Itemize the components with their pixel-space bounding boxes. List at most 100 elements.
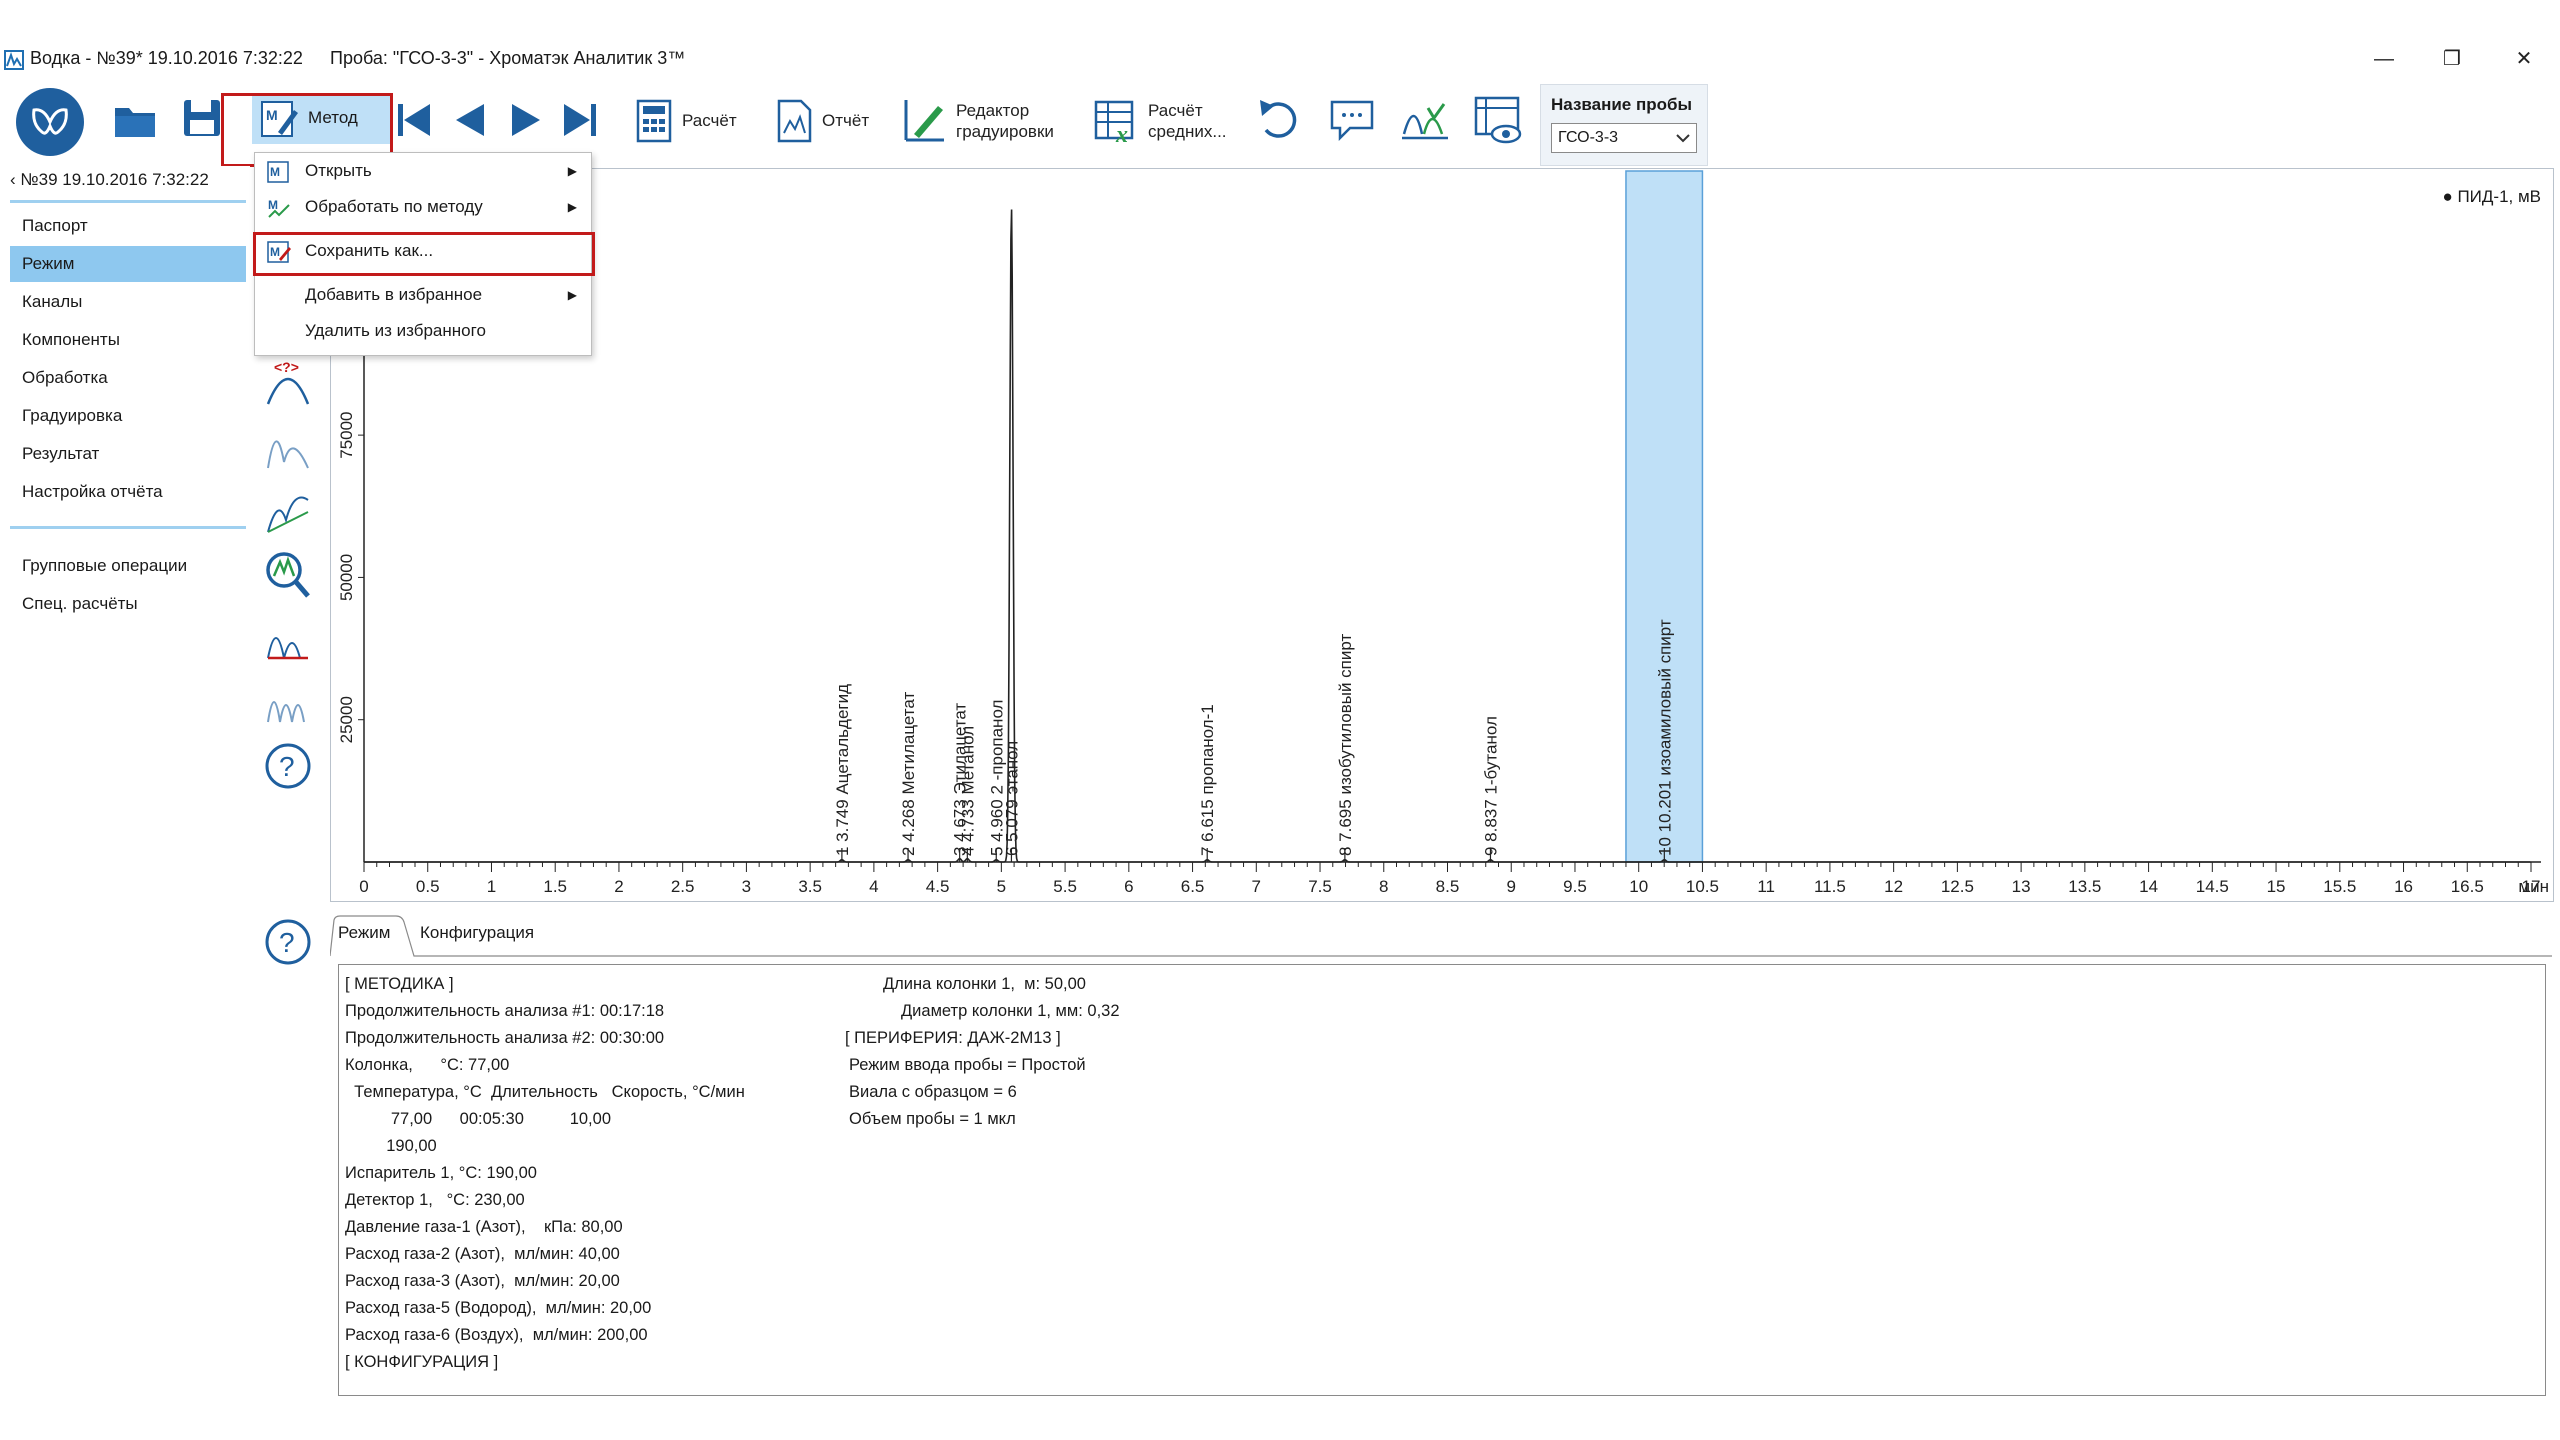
sidebar-item-result[interactable]: Результат xyxy=(22,444,100,463)
restore-button[interactable]: ❐ xyxy=(2443,48,2461,70)
x-tick-label: 15.5 xyxy=(2323,877,2356,896)
overlap-peaks-icon[interactable] xyxy=(264,614,312,664)
menu-item-open[interactable]: M Открыть ▶ xyxy=(255,153,591,189)
x-tick-label: 2.5 xyxy=(671,877,695,896)
multi-peaks-icon[interactable] xyxy=(264,678,312,728)
x-tick-label: 4 xyxy=(869,877,878,896)
close-button[interactable]: ✕ xyxy=(2515,48,2533,70)
peak-split-icon[interactable] xyxy=(264,422,312,472)
calc-averages-label-l2: средних... xyxy=(1148,122,1227,141)
calc-button[interactable]: Расчёт xyxy=(636,84,737,158)
divider xyxy=(10,200,246,203)
chevron-down-icon xyxy=(1676,134,1690,143)
tab-shape xyxy=(330,915,2552,957)
method-button[interactable]: M Метод xyxy=(252,94,392,144)
info-line: Температура, °С Длительность Скорость, °… xyxy=(345,1083,745,1101)
peak-label: 1 3.749 Ацетальдегид xyxy=(833,684,852,856)
info-line: Виала с образцом = 6 xyxy=(849,1083,1017,1101)
x-tick-label: 1 xyxy=(487,877,496,896)
x-tick-label: 0 xyxy=(359,877,368,896)
report-button[interactable]: Отчёт xyxy=(776,84,869,158)
sidebar-item-calibration[interactable]: Градуировка xyxy=(22,406,123,425)
info-line: Давление газа-1 (Азот), кПа: 80,00 xyxy=(345,1218,623,1236)
x-tick-label: 6.5 xyxy=(1181,877,1205,896)
info-line: 77,00 00:05:30 10,00 xyxy=(345,1110,611,1128)
help-icon[interactable]: ? xyxy=(264,918,312,968)
x-tick-label: 17 xyxy=(2522,877,2541,896)
first-icon[interactable] xyxy=(392,100,436,140)
menu-item-add-favorite[interactable]: Добавить в избранное ▶ xyxy=(255,277,591,313)
sidebar-item-group-operations[interactable]: Групповые операции xyxy=(22,556,188,575)
y-tick-label: 75000 xyxy=(337,411,356,458)
submenu-arrow-icon: ▶ xyxy=(567,200,577,214)
tab-configuration[interactable]: Конфигурация xyxy=(420,923,535,942)
x-tick-label: 13.5 xyxy=(2068,877,2101,896)
view-chart-icon[interactable] xyxy=(1472,94,1526,148)
x-tick-label: 16.5 xyxy=(2451,877,2484,896)
peak-label: 3 4.673 Этилацетат xyxy=(951,703,970,856)
zoom-peak-icon[interactable] xyxy=(264,550,312,600)
x-tick-label: 1.5 xyxy=(543,877,567,896)
title-bar: Водка - №39* 19.10.2016 7:32:22 Проба: "… xyxy=(0,42,2560,76)
menu-item-save-as[interactable]: M Сохранить как... xyxy=(255,233,591,269)
help-icon[interactable]: ? xyxy=(264,742,312,792)
chart-legend: ● ПИД-1, мВ xyxy=(2442,187,2541,206)
svg-text:M: M xyxy=(266,107,278,123)
sidebar-item-mode[interactable]: Режим xyxy=(10,246,246,282)
next-icon[interactable] xyxy=(506,100,546,140)
svg-text:?: ? xyxy=(279,751,295,782)
sidebar-item-components[interactable]: Компоненты xyxy=(22,330,120,349)
x-tick-label: 2 xyxy=(614,877,623,896)
previous-icon[interactable] xyxy=(450,100,490,140)
menu-item-remove-favorite[interactable]: Удалить из избранного xyxy=(255,313,591,349)
report-label: Отчёт xyxy=(822,111,870,130)
bottom-tabs: Режим Конфигурация xyxy=(330,910,2552,957)
undo-icon[interactable] xyxy=(1254,96,1304,146)
calc-averages-label-l1: Расчёт xyxy=(1148,101,1203,120)
peak-marker-icon[interactable] xyxy=(1398,94,1452,148)
x-tick-label: 7.5 xyxy=(1308,877,1332,896)
x-tick-label: 5.5 xyxy=(1053,877,1077,896)
sample-name-select[interactable]: ГСО-3-3 xyxy=(1551,123,1697,153)
main-menu-button[interactable] xyxy=(14,86,86,158)
save-icon[interactable] xyxy=(180,96,226,142)
menu-item-process-by-method[interactable]: M Обработать по методу ▶ xyxy=(255,189,591,225)
tab-mode[interactable]: Режим xyxy=(338,923,391,942)
comment-icon[interactable] xyxy=(1328,96,1378,146)
breadcrumb-text: №39 19.10.2016 7:32:22 xyxy=(20,170,209,189)
sidebar-item-processing[interactable]: Обработка xyxy=(22,368,108,387)
info-line: Режим ввода пробы = Простой xyxy=(849,1056,1086,1074)
info-line: Испаритель 1, °С: 190,00 xyxy=(345,1164,537,1182)
x-tick-label: 14 xyxy=(2139,877,2158,896)
x-tick-label: 10.5 xyxy=(1686,877,1719,896)
x-tick-label: 11.5 xyxy=(1814,877,1846,896)
x-tick-label: 14.5 xyxy=(2196,877,2229,896)
save-as-icon: M xyxy=(267,241,291,263)
method-icon: M xyxy=(261,101,298,137)
peak-label: 5 4.960 2 -пропанол xyxy=(987,700,1006,856)
y-tick-label: 50000 xyxy=(337,554,356,601)
back-breadcrumb[interactable]: ‹ №39 19.10.2016 7:32:22 xyxy=(10,170,209,189)
info-line: Длина колонки 1, м: 50,00 xyxy=(883,975,1086,993)
legend-label: ПИД-1, мВ xyxy=(2457,187,2541,206)
sidebar-item-report-settings[interactable]: Настройка отчёта xyxy=(22,482,163,501)
baseline-icon[interactable] xyxy=(264,486,312,536)
minimize-button[interactable]: — xyxy=(2374,48,2394,70)
open-folder-icon[interactable] xyxy=(112,96,158,142)
sidebar-item-special-calcs[interactable]: Спец. расчёты xyxy=(22,594,138,613)
calc-averages-label: Расчёт средних... xyxy=(1148,100,1227,142)
svg-text:?: ? xyxy=(279,927,295,958)
app-icon xyxy=(4,50,24,70)
peak-identify-icon[interactable]: <?> xyxy=(264,358,312,408)
info-line: Расход газа-2 (Азот), мл/мин: 40,00 xyxy=(345,1245,620,1263)
sidebar-item-passport[interactable]: Паспорт xyxy=(22,216,88,235)
last-icon[interactable] xyxy=(558,100,602,140)
x-tick-label: 16 xyxy=(2394,877,2413,896)
sidebar-item-channels[interactable]: Каналы xyxy=(22,292,83,311)
calibration-editor-icon xyxy=(904,100,944,142)
peak-label: 4 4.733 Метанол xyxy=(958,726,977,856)
